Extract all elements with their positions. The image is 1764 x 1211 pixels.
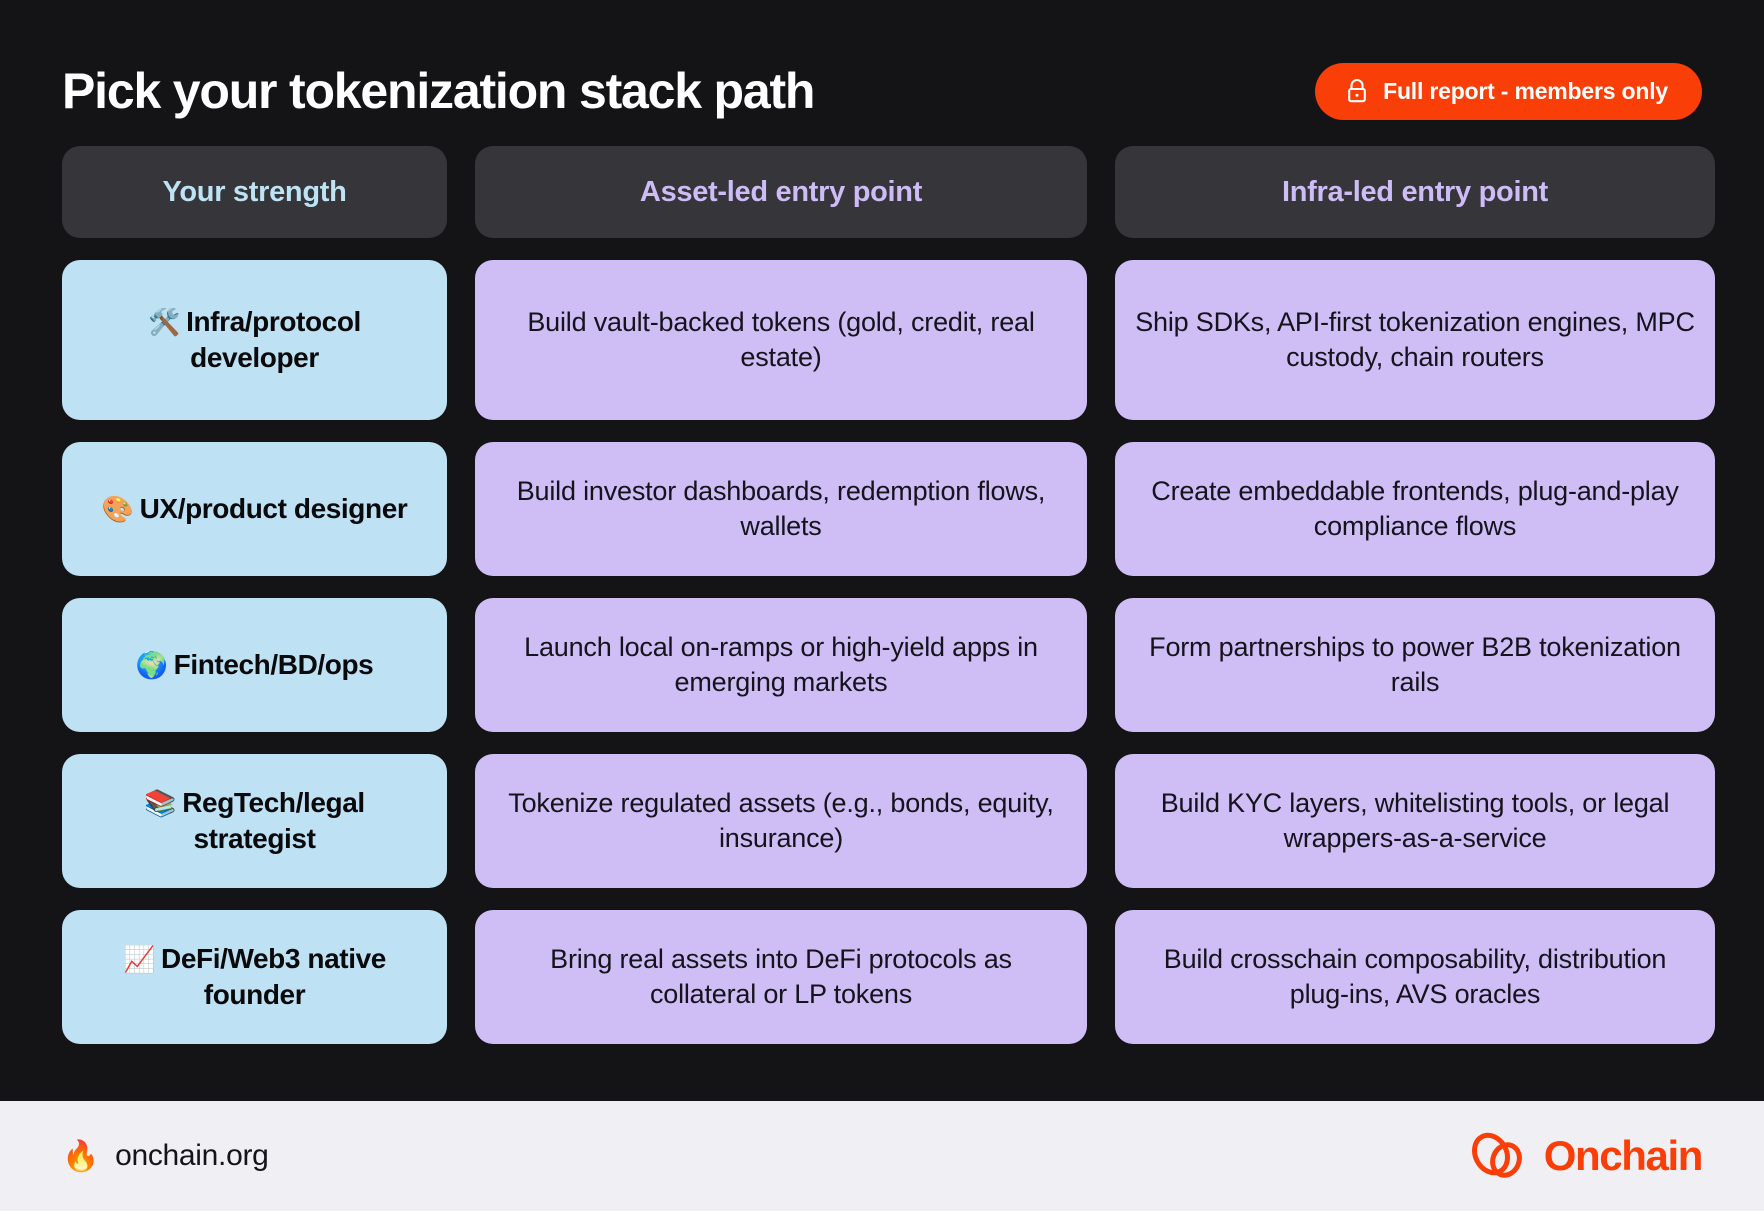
- table-row: 🌍Fintech/BD/ops: [62, 598, 447, 732]
- fire-emoji: 🔥: [62, 1138, 100, 1174]
- table-row: 📚RegTech/legal strategist: [62, 754, 447, 888]
- site-url-label: onchain.org: [115, 1139, 269, 1172]
- infra-led-cell: Ship SDKs, API-first tokenization engine…: [1115, 260, 1715, 420]
- strength-label: UX/product designer: [139, 492, 408, 524]
- poster-header: Pick your tokenization stack path Full r…: [0, 0, 1764, 136]
- strength-label: RegTech/legal strategist: [182, 786, 365, 855]
- strength-label: Infra/protocol developer: [186, 305, 361, 374]
- table-row: 📈DeFi/Web3 native founder: [62, 910, 447, 1044]
- table-row: 🎨UX/product designer: [62, 442, 447, 576]
- table-row: 🛠️Infra/protocol developer: [62, 260, 447, 420]
- onchain-rings-icon: [1468, 1130, 1530, 1182]
- column-header-infra-led: Infra-led entry point: [1115, 146, 1715, 238]
- infra-led-cell: Form partnerships to power B2B tokenizat…: [1115, 598, 1715, 732]
- onchain-wordmark: Onchain: [1543, 1132, 1704, 1179]
- asset-led-cell: Launch local on-ramps or high-yield apps…: [475, 598, 1087, 732]
- page-title: Pick your tokenization stack path: [62, 62, 815, 119]
- infra-led-cell: Create embeddable frontends, plug-and-pl…: [1115, 442, 1715, 576]
- lock-icon: [1345, 78, 1369, 104]
- globe-emoji: 🌍: [135, 650, 168, 681]
- asset-led-cell: Bring real assets into DeFi protocols as…: [475, 910, 1087, 1044]
- strength-label: Fintech/BD/ops: [173, 648, 374, 680]
- full-report-badge[interactable]: Full report - members only: [1315, 62, 1702, 120]
- infra-led-cell: Build crosschain composability, distribu…: [1115, 910, 1715, 1044]
- asset-led-cell: Build vault-backed tokens (gold, credit,…: [475, 260, 1087, 420]
- full-report-badge-label: Full report - members only: [1383, 77, 1668, 104]
- paths-table: Your strength Asset-led entry point Infr…: [62, 146, 1715, 1044]
- asset-led-cell: Build investor dashboards, redemption fl…: [475, 442, 1087, 576]
- hammer-and-wrench-emoji: 🛠️: [148, 307, 181, 338]
- strength-label: DeFi/Web3 native founder: [161, 942, 386, 1011]
- artist-palette-emoji: 🎨: [101, 494, 134, 525]
- asset-led-cell: Tokenize regulated assets (e.g., bonds, …: [475, 754, 1087, 888]
- column-header-your-strength: Your strength: [62, 146, 447, 238]
- poster-footer: 🔥 onchain.org Onchain: [0, 1101, 1764, 1211]
- infra-led-cell: Build KYC layers, whitelisting tools, or…: [1115, 754, 1715, 888]
- site-url[interactable]: 🔥 onchain.org: [62, 1139, 269, 1174]
- column-header-asset-led: Asset-led entry point: [475, 146, 1087, 238]
- books-emoji: 📚: [144, 788, 177, 819]
- onchain-logo: Onchain: [1468, 1130, 1704, 1182]
- table-region: Your strength Asset-led entry point Infr…: [0, 136, 1764, 1101]
- chart-increasing-emoji: 📈: [123, 944, 156, 975]
